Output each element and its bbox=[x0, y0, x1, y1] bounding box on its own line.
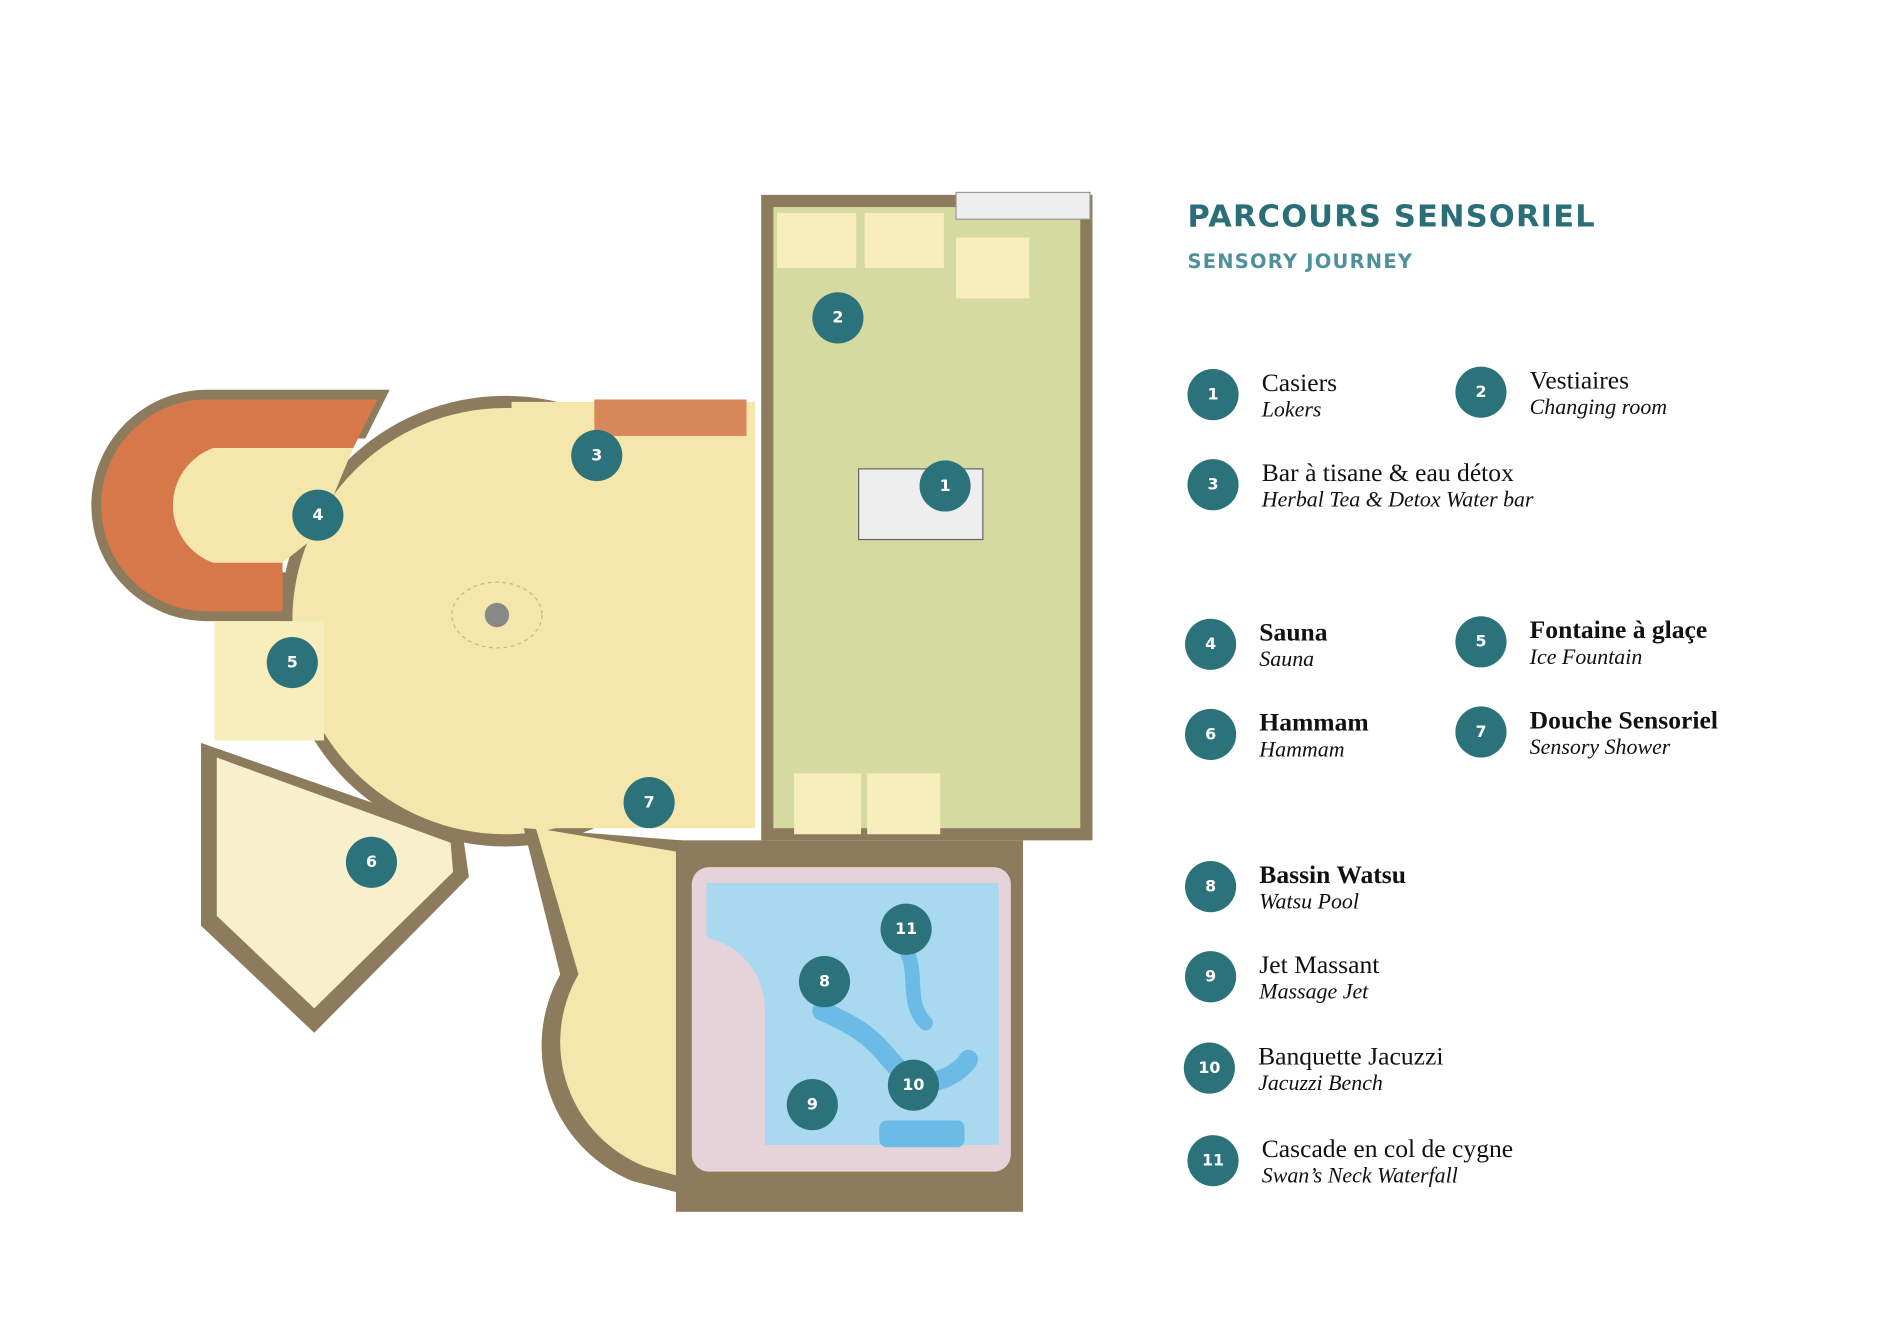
legend-badge: 7 bbox=[1455, 706, 1507, 758]
legend-fr: Jet Massant bbox=[1259, 949, 1380, 979]
legend-fr: Cascade en col de cygne bbox=[1261, 1133, 1514, 1163]
legend-badge: 5 bbox=[1455, 616, 1507, 668]
map-marker-10[interactable]: 10 bbox=[887, 1059, 940, 1111]
sauna-bench bbox=[101, 399, 378, 612]
map-marker-3[interactable]: 3 bbox=[571, 429, 623, 482]
legend-en: Herbal Tea & Detox Water bar bbox=[1261, 486, 1534, 511]
legend-en: Lokers bbox=[1261, 396, 1322, 421]
page-subtitle: SENSORY JOURNEY bbox=[1187, 249, 1414, 273]
map-marker-4[interactable]: 4 bbox=[292, 489, 344, 541]
hammam-floor bbox=[216, 757, 454, 1009]
map-marker-1[interactable]: 1 bbox=[919, 460, 971, 512]
page-title: PARCOURS SENSORIEL bbox=[1187, 198, 1596, 234]
cabin bbox=[864, 213, 944, 268]
legend-en: Massage Jet bbox=[1259, 978, 1369, 1003]
legend-fr: Hammam bbox=[1259, 706, 1369, 737]
cabin bbox=[956, 237, 1030, 299]
legend-fr: Bassin Watsu bbox=[1259, 859, 1406, 889]
legend-fr: Vestiaires bbox=[1529, 364, 1630, 394]
legend-fr: Fontaine à glaçe bbox=[1529, 614, 1708, 644]
cabin bbox=[794, 773, 862, 835]
legend-badge: 11 bbox=[1187, 1135, 1239, 1187]
legend-badge: 6 bbox=[1185, 708, 1237, 760]
map-marker-2[interactable]: 2 bbox=[812, 292, 864, 344]
map-marker-6[interactable]: 6 bbox=[345, 836, 398, 888]
tea-bar-counter bbox=[594, 399, 747, 437]
lounge-floor bbox=[511, 401, 756, 829]
legend-fr: Casiers bbox=[1261, 367, 1338, 397]
map-marker-5[interactable]: 5 bbox=[266, 636, 318, 689]
massage-jets bbox=[879, 1120, 965, 1148]
map-marker-8[interactable]: 8 bbox=[798, 956, 851, 1008]
counter bbox=[955, 191, 1091, 220]
legend-badge: 10 bbox=[1183, 1042, 1235, 1094]
legend-en: Changing room bbox=[1529, 393, 1668, 419]
legend-badge: 9 bbox=[1185, 951, 1237, 1003]
legend-fr: Bar à tisane & eau détox bbox=[1261, 457, 1514, 487]
legend-en: Jacuzzi Bench bbox=[1258, 1069, 1383, 1095]
legend-fr: Douche Sensoriel bbox=[1529, 704, 1718, 734]
legend-en: Sauna bbox=[1259, 646, 1315, 671]
legend-en: Watsu Pool bbox=[1259, 888, 1359, 913]
center-column bbox=[484, 602, 510, 628]
legend-en: Ice Fountain bbox=[1529, 643, 1643, 669]
legend-badge: 8 bbox=[1185, 861, 1237, 913]
legend-en: Swan’s Neck Waterfall bbox=[1261, 1162, 1458, 1187]
legend-badge: 1 bbox=[1187, 369, 1239, 421]
legend-fr: Banquette Jacuzzi bbox=[1258, 1040, 1444, 1070]
cabin bbox=[867, 773, 941, 835]
legend-en: Hammam bbox=[1259, 736, 1345, 761]
map-marker-9[interactable]: 9 bbox=[786, 1079, 838, 1131]
corridor-floor bbox=[535, 828, 719, 1188]
legend-badge: 4 bbox=[1185, 618, 1237, 670]
map-marker-7[interactable]: 7 bbox=[623, 777, 675, 829]
legend-fr: Sauna bbox=[1259, 616, 1328, 647]
cabin bbox=[777, 213, 857, 268]
legend-badge: 3 bbox=[1187, 459, 1239, 511]
legend-en: Sensory Shower bbox=[1529, 733, 1671, 759]
legend-badge: 2 bbox=[1455, 366, 1507, 418]
map-marker-11[interactable]: 11 bbox=[880, 903, 932, 955]
